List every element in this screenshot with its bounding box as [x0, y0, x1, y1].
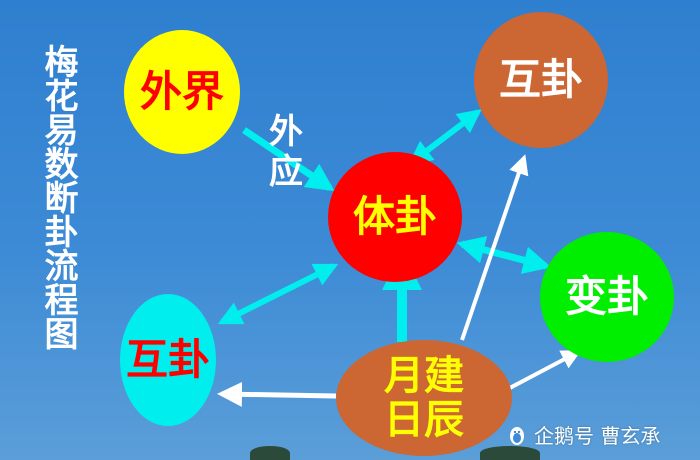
node-tigua-label: 体卦 — [352, 192, 437, 241]
edge-tigua-biangua — [456, 236, 552, 274]
treetop-silhouette — [480, 446, 540, 460]
edge-waijie-to-tigua — [242, 127, 335, 192]
penguin-logo-icon — [510, 426, 524, 445]
treetop-silhouette — [250, 446, 290, 460]
node-waijie-label: 外界 — [139, 67, 224, 116]
edge-yuejian-to-hugua-top — [460, 154, 529, 341]
node-tigua: 体卦 — [328, 152, 462, 282]
edge-label-waiying: 外应 — [269, 112, 303, 192]
diagram-title: 梅花易数断卦流程图 — [38, 44, 78, 350]
node-hugua-left-label: 互卦 — [125, 335, 210, 384]
node-hugua-top-label: 互卦 — [498, 55, 583, 104]
node-hugua-left: 互卦 — [120, 294, 216, 426]
node-yuejian-richen-label: 月建 日辰 — [384, 353, 464, 443]
node-yuejian-richen: 月建 日辰 — [336, 340, 512, 456]
watermark: 企鹅号 曹玄承 — [506, 420, 660, 449]
node-biangua-label: 变卦 — [564, 272, 649, 321]
edge-yuejian-to-hugua-left — [217, 381, 337, 407]
node-hugua-top: 互卦 — [474, 12, 608, 148]
node-waijie: 外界 — [124, 30, 240, 154]
edge-yuejian-to-biangua — [505, 350, 582, 392]
edge-tigua-hugua-left — [217, 263, 339, 325]
watermark-text: 企鹅号 曹玄承 — [534, 424, 661, 448]
node-biangua: 变卦 — [540, 232, 674, 362]
edge-hugua-top-tigua — [408, 109, 482, 165]
